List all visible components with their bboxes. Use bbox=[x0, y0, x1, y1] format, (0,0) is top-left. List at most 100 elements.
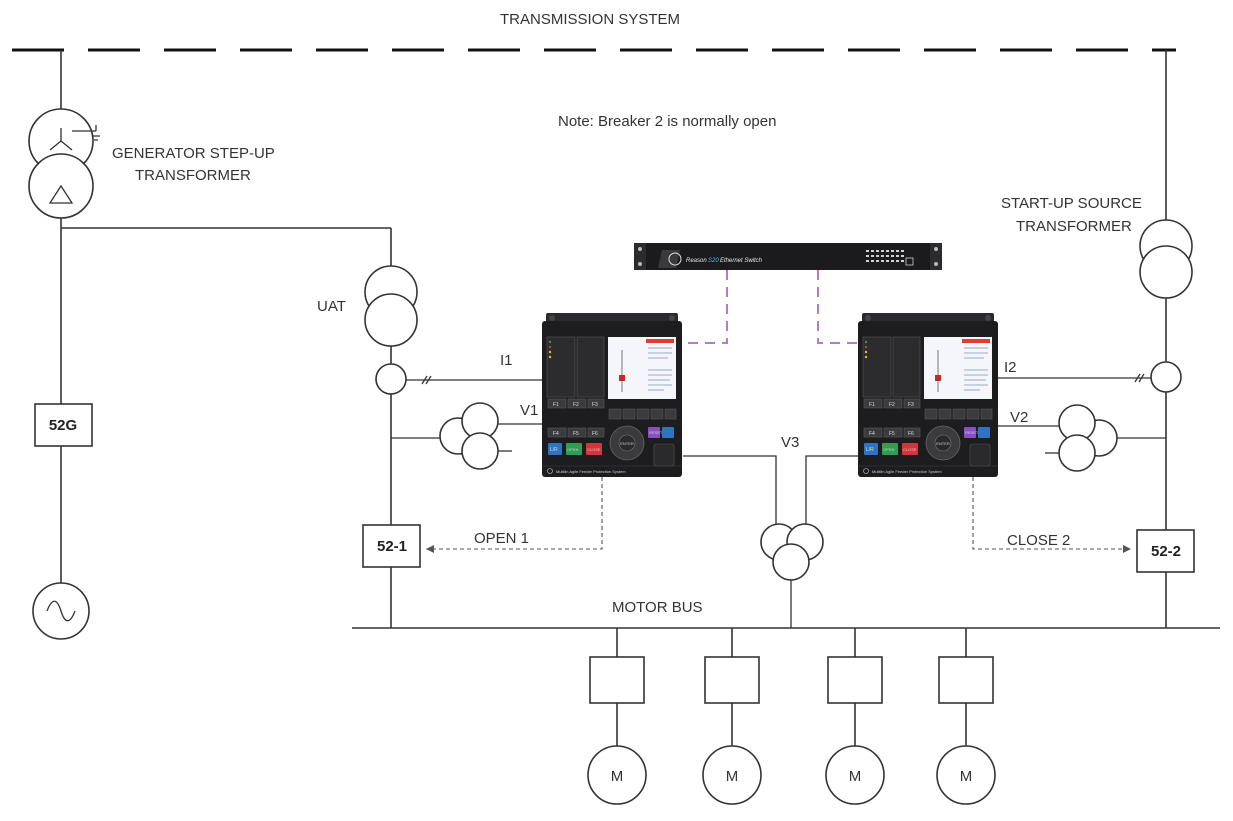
relay-1-f5: F5 bbox=[573, 431, 579, 437]
i1-label: I1 bbox=[500, 352, 513, 369]
startup-transformer-icon bbox=[1139, 219, 1193, 299]
relay-1-close-button bbox=[586, 443, 602, 455]
breaker-52g-label: 52G bbox=[49, 417, 77, 434]
relay-1-footer: Multilin Agile Feeder Protection System bbox=[556, 469, 626, 474]
relay-2-usb-port-icon bbox=[969, 443, 991, 467]
note-text: Note: Breaker 2 is normally open bbox=[558, 113, 776, 130]
relay-1-usb-port-icon bbox=[653, 443, 675, 467]
i2-label: I2 bbox=[1004, 359, 1017, 376]
relay-2-enter-label: ENTER bbox=[936, 441, 950, 446]
relay-1-screen-highlight bbox=[646, 339, 674, 343]
breaker-52-2: 52-2 bbox=[1136, 529, 1195, 573]
relay-1-f6: F6 bbox=[592, 431, 598, 437]
close2-arrowhead bbox=[1123, 545, 1131, 553]
relay-1-f1: F1 bbox=[553, 402, 559, 408]
close2-label: CLOSE 2 bbox=[1007, 532, 1070, 549]
motor-feeder-1: M bbox=[587, 628, 647, 805]
relay-1-screen bbox=[608, 337, 676, 399]
motor-2-label: M bbox=[726, 768, 739, 785]
relay-1-lr-label: L/R bbox=[550, 447, 558, 453]
relay-1-f3: F3 bbox=[592, 402, 598, 408]
open1-label: OPEN 1 bbox=[474, 530, 529, 547]
open1-arrowhead bbox=[426, 545, 434, 553]
relay-2-lr-label: L/R bbox=[866, 447, 874, 453]
close2-control-line bbox=[972, 477, 1131, 550]
relay-2-f4: F4 bbox=[869, 431, 875, 437]
v2-label: V2 bbox=[1010, 409, 1028, 426]
startup-label-line2: TRANSFORMER bbox=[1016, 218, 1132, 235]
relay-1-lr-button bbox=[548, 443, 562, 455]
ct-i1-icon bbox=[375, 363, 407, 395]
switch-brand: Reason bbox=[686, 258, 707, 264]
vt-v2-icon bbox=[1058, 404, 1118, 472]
ct-i2-icon bbox=[1150, 361, 1182, 393]
relay-2-screen-highlight bbox=[962, 339, 990, 343]
motor-3-label: M bbox=[849, 768, 862, 785]
generator-step-up-transformer-icon bbox=[28, 108, 100, 219]
protection-relay-2: F1 F2 F3 F4 F5 F6 ENTER RESET L/R OPEN C… bbox=[858, 313, 998, 477]
motor-feeder-3: M bbox=[825, 628, 885, 805]
relay-2-open-button bbox=[882, 443, 898, 455]
uat-label: UAT bbox=[317, 298, 346, 315]
relay-2-reset-button bbox=[964, 427, 976, 438]
protection-relay-1: F1 F2 F3 F4 F5 F6 ENTER RESET L/R OPEN C… bbox=[542, 313, 682, 477]
relay-2-f1: F1 bbox=[869, 402, 875, 408]
ethernet-switch: Reason S20 Ethernet Switch bbox=[634, 243, 942, 270]
relay-2-home-icon bbox=[978, 427, 990, 438]
motor-1-breaker bbox=[589, 656, 645, 704]
v3-wire-right bbox=[805, 455, 858, 528]
relay-2-f5: F5 bbox=[889, 431, 895, 437]
relay-2-f3: F3 bbox=[908, 402, 914, 408]
motor-bus-label: MOTOR BUS bbox=[612, 599, 703, 616]
relay-1-f4: F4 bbox=[553, 431, 559, 437]
vt-v1-icon bbox=[439, 402, 499, 470]
breaker-52-2-label: 52-2 bbox=[1151, 543, 1181, 560]
startup-label-line1: START-UP SOURCE bbox=[1001, 195, 1142, 212]
vt-v3-icon bbox=[760, 523, 824, 581]
switch-model: S20 bbox=[708, 258, 719, 264]
transmission-system-label: TRANSMISSION SYSTEM bbox=[500, 11, 680, 28]
breaker-52-1: 52-1 bbox=[362, 524, 421, 568]
motor-3-breaker bbox=[827, 656, 883, 704]
open1-control-line bbox=[426, 477, 603, 550]
motor-2-breaker bbox=[704, 656, 760, 704]
relay-2-ge-logo-icon bbox=[863, 468, 869, 474]
relay-2-led-panel bbox=[862, 336, 892, 398]
relay-1-open-button bbox=[566, 443, 582, 455]
relay-1-home-icon bbox=[662, 427, 674, 438]
relay-1-reset-label: RESET bbox=[649, 430, 663, 435]
motor-4-label: M bbox=[960, 768, 973, 785]
relay-2-lr-button bbox=[864, 443, 878, 455]
v3-wire-left bbox=[683, 455, 777, 528]
relay-2-screen bbox=[924, 337, 992, 399]
relay-2-close-label: CLOSE bbox=[903, 447, 917, 452]
relay-1-close-label: CLOSE bbox=[587, 447, 601, 452]
gsu-label-line1: GENERATOR STEP-UP bbox=[112, 145, 275, 162]
relay-2-close-button bbox=[902, 443, 918, 455]
breaker-52g: 52G bbox=[34, 403, 93, 447]
gsu-label-line2: TRANSFORMER bbox=[135, 167, 251, 184]
relay-1-open-label: OPEN bbox=[567, 447, 578, 452]
motor-4-icon bbox=[936, 745, 996, 805]
motor-3-icon bbox=[825, 745, 885, 805]
relay-2-reset-label: RESET bbox=[965, 430, 979, 435]
motor-feeder-4: M bbox=[936, 628, 996, 805]
switch-ports bbox=[866, 250, 914, 266]
breaker-52-1-label: 52-1 bbox=[377, 538, 407, 555]
i2-ground-mark bbox=[1134, 373, 1145, 383]
generator-icon bbox=[32, 582, 90, 640]
uat-transformer-icon bbox=[364, 265, 418, 347]
ge-logo-icon bbox=[668, 252, 682, 266]
motor-feeder-2: M bbox=[702, 628, 762, 805]
relay-1-reset-button bbox=[648, 427, 660, 438]
ethernet-link-relay-1 bbox=[681, 270, 728, 344]
v3-label: V3 bbox=[781, 434, 799, 451]
relay-1-led-panel bbox=[546, 336, 576, 398]
ethernet-link-relay-2 bbox=[817, 270, 858, 344]
v1-label: V1 bbox=[520, 402, 538, 419]
motor-1-label: M bbox=[611, 768, 624, 785]
relay-1-f2: F2 bbox=[573, 402, 579, 408]
relay-2-footer: Multilin Agile Feeder Protection System bbox=[872, 469, 942, 474]
relay-2-f6: F6 bbox=[908, 431, 914, 437]
